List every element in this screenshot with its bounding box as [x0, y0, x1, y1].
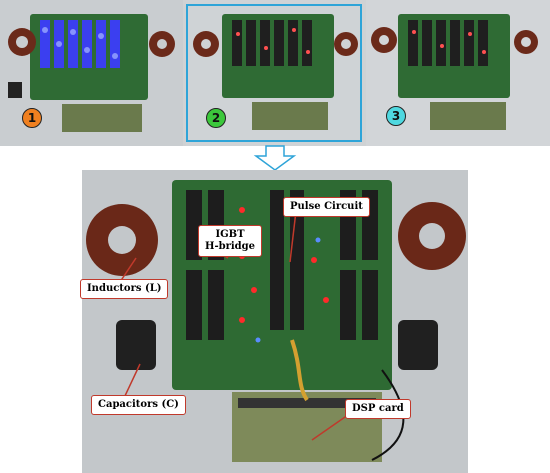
panel-number-1: 1 [22, 108, 42, 128]
igbt-line2-text: H-bridge [205, 241, 256, 252]
selected-panel-frame [186, 4, 362, 142]
panel-number-3: 3 [386, 106, 406, 126]
igbt-line1-text: IGBT [215, 229, 245, 240]
panel-number-2: 2 [206, 108, 226, 128]
capacitors-label: Capacitors (C) [91, 395, 186, 415]
dsp-card-label: DSP card [345, 399, 411, 419]
pulse-circuit-label: Pulse Circuit [283, 197, 370, 217]
panel-number-3-text: 3 [391, 109, 401, 123]
capacitors-text: Capacitors (C) [98, 399, 179, 410]
inductors-text: Inductors (L) [87, 283, 162, 294]
panel-number-1-text: 1 [27, 111, 37, 125]
main-board-photo [82, 170, 468, 473]
top-photo-strip [0, 0, 550, 146]
main-board-illustration [82, 170, 468, 473]
top-photos-illustration [0, 0, 550, 146]
inductors-label: Inductors (L) [80, 279, 169, 299]
dsp-card-text: DSP card [352, 403, 404, 414]
pulse-circuit-text: Pulse Circuit [290, 201, 363, 212]
panel-number-2-text: 2 [211, 111, 221, 125]
